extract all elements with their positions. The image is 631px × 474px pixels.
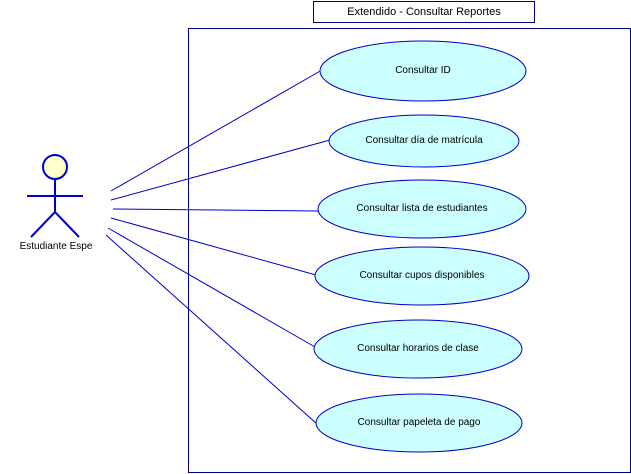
association-5 xyxy=(107,227,316,348)
association-2 xyxy=(110,139,331,201)
use-case-ellipse-6[interactable] xyxy=(315,393,523,453)
use-case-ellipse-5[interactable] xyxy=(313,319,523,379)
use-case-ellipse-1[interactable] xyxy=(319,40,527,102)
association-3 xyxy=(112,208,319,212)
actor-stick-figure xyxy=(27,154,83,238)
actor-label: Estudiante Espe xyxy=(19,241,93,252)
diagram-title: Extendido - Consultar Reportes xyxy=(313,1,535,23)
actor-head xyxy=(42,154,68,180)
use-case-ellipse-3[interactable] xyxy=(317,179,527,239)
association-4 xyxy=(110,217,317,276)
actor-right-leg xyxy=(54,211,80,238)
use-case-ellipse-2[interactable] xyxy=(328,114,520,168)
association-6 xyxy=(105,234,318,425)
use-case-ellipse-4[interactable] xyxy=(314,246,530,306)
association-1 xyxy=(110,69,323,192)
actor-left-leg xyxy=(30,211,56,238)
